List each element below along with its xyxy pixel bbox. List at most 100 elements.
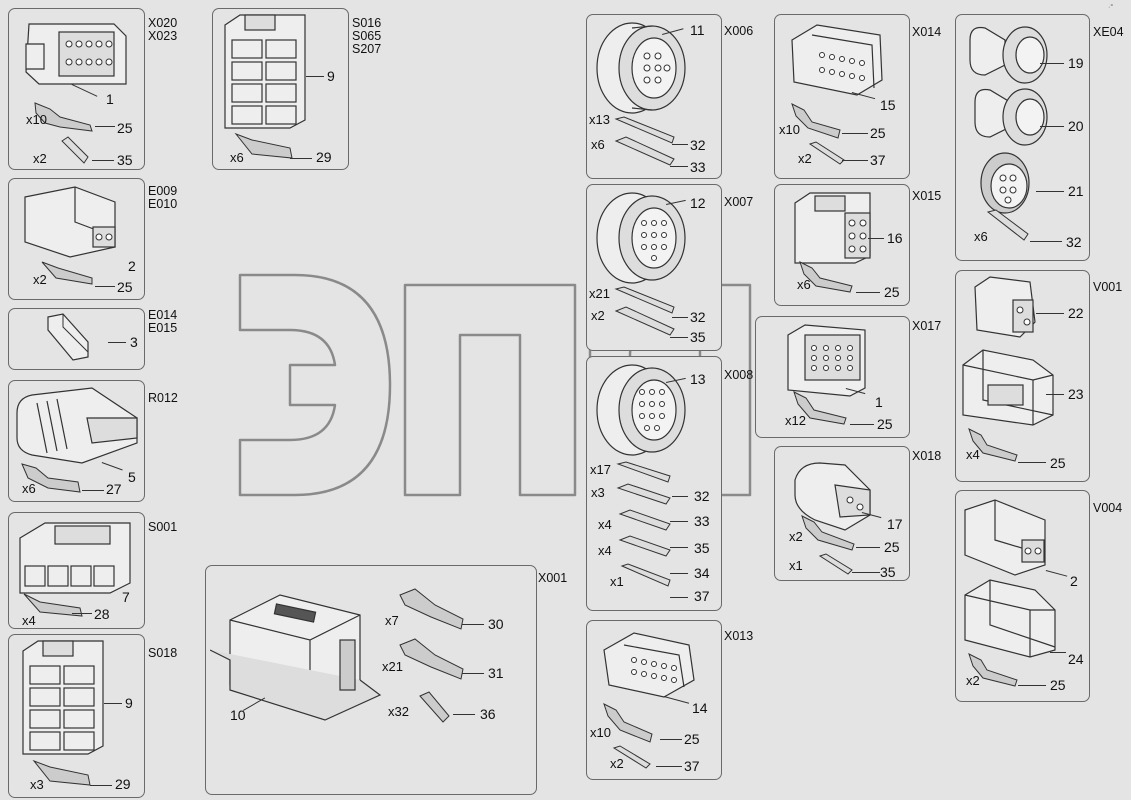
leader — [1040, 63, 1064, 64]
switch-housing-icon — [22, 640, 104, 755]
code-x023: X023 — [148, 29, 178, 43]
pin-label-29: 29 — [115, 776, 131, 792]
part-label-14: 14 — [692, 700, 708, 716]
qty-x2: x2 — [591, 308, 605, 323]
leader — [92, 160, 114, 161]
terminal-icon — [399, 588, 464, 630]
pin-label-31: 31 — [488, 665, 504, 681]
round-plug-icon — [974, 88, 1048, 146]
pin-set-icon — [616, 461, 671, 587]
connector-2pin-icon — [794, 462, 871, 531]
part-label-12: 12 — [690, 195, 706, 211]
qty-x3: x3 — [30, 777, 44, 792]
part-label-17: 17 — [887, 516, 903, 532]
qty-x13: x13 — [589, 112, 610, 127]
terminal-icon — [32, 759, 91, 786]
leader — [95, 286, 115, 287]
leader — [453, 714, 475, 715]
connector-2pin-icon — [974, 276, 1036, 338]
pin-label-25: 25 — [1050, 677, 1066, 693]
pin-label-29: 29 — [316, 149, 332, 165]
part-label-15: 15 — [880, 97, 896, 113]
part-label-7: 7 — [122, 589, 130, 605]
connector-2pin-icon — [964, 499, 1046, 576]
qty-x6: x6 — [974, 229, 988, 244]
connector-2pin-icon — [24, 186, 116, 258]
part-label-19: 19 — [1068, 55, 1084, 71]
leader — [670, 521, 688, 522]
part-label-9: 9 — [125, 695, 133, 711]
part-label-22: 22 — [1068, 305, 1084, 321]
code-x015: X015 — [912, 189, 942, 203]
code-x013: X013 — [724, 629, 754, 643]
leader — [856, 292, 880, 293]
code-x007: X007 — [724, 195, 754, 209]
pin-icon — [614, 116, 675, 166]
terminal-icon — [41, 261, 93, 285]
leader — [672, 144, 688, 145]
leader — [90, 785, 112, 786]
leader — [850, 424, 874, 425]
qty-x10: x10 — [26, 112, 47, 127]
pin-label-32: 32 — [690, 309, 706, 325]
code-r012: R012 — [148, 391, 178, 405]
leader — [842, 133, 868, 134]
qty-x6: x6 — [797, 277, 811, 292]
round-connector-icon — [596, 364, 686, 456]
leader — [306, 76, 324, 77]
qty-x1: x1 — [610, 574, 624, 589]
code-s001: S001 — [148, 520, 178, 534]
pin-label-28: 28 — [94, 606, 110, 622]
leader — [462, 624, 484, 625]
terminal-icon — [399, 638, 464, 680]
leader — [842, 160, 868, 161]
part-label-21: 21 — [1068, 183, 1084, 199]
part-label-9: 9 — [327, 68, 335, 84]
leader — [660, 739, 682, 740]
pin-label-36: 36 — [480, 706, 496, 722]
leader — [82, 490, 104, 491]
leader — [462, 673, 484, 674]
round-connector-icon — [596, 192, 686, 284]
pin-label-30: 30 — [488, 616, 504, 632]
code-x017: X017 — [912, 319, 942, 333]
pin-label-33: 33 — [690, 159, 706, 175]
pin-icon — [986, 209, 1029, 241]
qty-x4: x4 — [22, 613, 36, 628]
qty-x32: x32 — [388, 704, 409, 719]
part-label-1: 1 — [106, 91, 114, 107]
connector-12pin-icon — [603, 632, 695, 698]
qty-x7: x7 — [385, 613, 399, 628]
code-x001: X001 — [538, 571, 568, 585]
qty-x3: x3 — [591, 485, 605, 500]
pin-label-37: 37 — [684, 758, 700, 774]
leader — [656, 766, 682, 767]
plug-icon — [419, 691, 450, 723]
qty-x6: x6 — [22, 481, 36, 496]
qty-x10: x10 — [779, 122, 800, 137]
connector-5pin-icon — [16, 387, 138, 464]
qty-x1: x1 — [789, 558, 803, 573]
housing-icon — [964, 579, 1056, 658]
qty-x10: x10 — [590, 725, 611, 740]
terminal-icon — [968, 428, 1018, 462]
part-label-2: 2 — [128, 258, 136, 274]
code-x018: X018 — [912, 449, 942, 463]
qty-x12: x12 — [785, 413, 806, 428]
code-e014: E014 — [148, 308, 178, 322]
qty-x2: x2 — [33, 272, 47, 287]
pin-label-25: 25 — [684, 731, 700, 747]
part-label-13: 13 — [690, 371, 706, 387]
connector-6pin-icon — [794, 192, 871, 264]
leader — [868, 238, 884, 239]
pin-label-25: 25 — [877, 416, 893, 432]
terminal-icon — [21, 463, 81, 493]
pin-label-25: 25 — [884, 284, 900, 300]
pin-label-35: 35 — [117, 152, 133, 168]
connector-12pin-icon — [791, 24, 883, 96]
part-label-20: 20 — [1068, 118, 1084, 134]
corner-mark: ·° — [1108, 4, 1114, 11]
leader — [856, 547, 880, 548]
pin-label-25: 25 — [117, 120, 133, 136]
leader — [672, 317, 688, 318]
